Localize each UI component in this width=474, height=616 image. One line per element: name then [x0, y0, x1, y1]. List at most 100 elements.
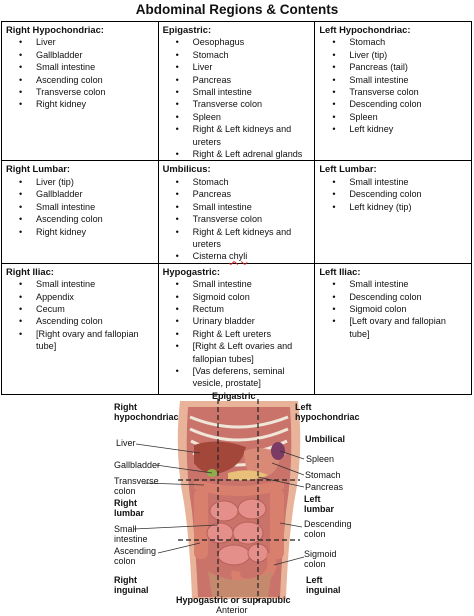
cell-umbilicus: Umbilicus:StomachPancreasSmall intestine… — [157, 160, 316, 264]
label-umbilical: Umbilical — [305, 434, 346, 444]
ascending-colon-organ — [194, 489, 208, 559]
list-item: Sigmoid colon — [319, 303, 468, 316]
region-item-list: LiverGallbladderSmall intestineAscending… — [6, 36, 155, 111]
list-item: Small intestine — [6, 201, 155, 214]
region-title: Hypogastric: — [162, 265, 220, 277]
label-left-hypochondriac: Left hypochondriac — [295, 402, 360, 422]
list-item: Small intestine — [6, 61, 155, 74]
descending-colon-organ — [270, 489, 284, 559]
abdominal-regions-figure: Epigastric Right hypochondriac Left hypo… — [108, 391, 368, 616]
list-item: Liver — [6, 36, 155, 49]
list-item: Ascending colon — [6, 315, 155, 328]
list-item: Descending colon — [319, 98, 468, 111]
label-stomach: Stomach — [305, 470, 341, 480]
list-item: Rectum — [163, 303, 312, 316]
list-item: Liver (tip) — [6, 176, 155, 189]
label-anterior: Anterior — [216, 605, 248, 615]
list-item: Descending colon — [319, 291, 468, 304]
list-item: Transverse colon — [319, 86, 468, 99]
list-item: Right & Left kidneys and ureters — [163, 226, 312, 251]
list-item: Right kidney — [6, 98, 155, 111]
region-title: Right Lumbar: — [6, 163, 71, 175]
label-small-intestine: Small intestine — [114, 524, 148, 544]
label-spleen: Spleen — [306, 454, 335, 464]
leader-lines — [133, 443, 305, 566]
list-item: Left kidney — [319, 123, 468, 136]
list-item: Spleen — [319, 111, 468, 124]
torso-illustration — [133, 399, 305, 601]
list-item: [Vas deferens, seminal vesicle, prostate… — [163, 365, 312, 390]
region-title: Umbilicus: — [162, 163, 211, 175]
label-right-lumbar: Right lumbar — [114, 498, 145, 518]
list-item: Liver — [163, 61, 312, 74]
list-item: Small intestine — [319, 74, 468, 87]
list-item: Transverse colon — [6, 86, 155, 99]
region-item-list: Small intestineAppendixCecumAscending co… — [6, 278, 155, 352]
cell-right-iliac: Right Iliac:Small intestineAppendixCecum… — [1, 262, 159, 395]
list-item: Right kidney — [6, 226, 155, 239]
region-item-list: Small intestineSigmoid colonRectumUrinar… — [163, 278, 312, 390]
list-item: Stomach — [163, 176, 312, 189]
list-item: Transverse colon — [163, 213, 312, 226]
label-liver: Liver — [116, 438, 136, 448]
list-item: Liver (tip) — [319, 49, 468, 62]
label-right-hypochondriac: Right hypochondriac — [114, 402, 179, 422]
list-item: Transverse colon — [163, 98, 312, 111]
region-title: Left Iliac: — [319, 265, 361, 277]
list-item: Descending colon — [319, 188, 468, 201]
label-hypogastric: Hypogastric or suprapubic — [176, 595, 291, 605]
list-item: Gallbladder — [6, 49, 155, 62]
region-item-list: Liver (tip)GallbladderSmall intestineAsc… — [6, 176, 155, 238]
cell-left-hypochondriac: Left Hypochondriac:StomachLiver (tip)Pan… — [314, 20, 472, 162]
region-title: Epigastric: — [162, 24, 212, 35]
list-item: Right & Left kidneys and ureters — [163, 123, 312, 148]
transverse-colon-organ — [194, 479, 284, 496]
label-descending-colon: Descending colon — [304, 519, 352, 539]
list-item: Ascending colon — [6, 213, 155, 226]
region-title: Right Iliac: — [6, 265, 54, 277]
label-left-lumbar: Left lumbar — [304, 494, 335, 514]
list-item: Spleen — [163, 111, 312, 124]
liver-organ — [194, 441, 246, 474]
label-right-inguinal: Right inguinal — [114, 575, 149, 595]
list-item: Gallbladder — [6, 188, 155, 201]
list-item: Small intestine — [163, 278, 312, 291]
cell-right-hypochondriac: Right Hypochondriac:LiverGallbladderSmal… — [1, 20, 159, 162]
list-item: Small intestine — [6, 278, 155, 291]
list-item: Cecum — [6, 303, 155, 316]
list-item: Stomach — [319, 36, 468, 49]
region-title: Left Hypochondriac: — [319, 24, 411, 35]
list-item: Left kidney (tip) — [319, 201, 468, 214]
list-item: Small intestine — [163, 86, 312, 99]
region-item-list: OesophagusStomachLiverPancreasSmall inte… — [163, 36, 312, 160]
label-gallbladder: Gallbladder — [114, 460, 161, 470]
list-item: [Right & Left ovaries and fallopian tube… — [163, 340, 312, 365]
label-sigmoid-colon: Sigmoid colon — [304, 549, 337, 569]
list-item: [Left ovary and fallopian tube] — [319, 315, 468, 340]
regions-table: Right Hypochondriac:LiverGallbladderSmal… — [1, 20, 472, 395]
list-item: Small intestine — [319, 176, 468, 189]
list-item: Appendix — [6, 291, 155, 304]
list-item: Small intestine — [319, 278, 468, 291]
cell-right-lumbar: Right Lumbar:Liver (tip)GallbladderSmall… — [1, 160, 159, 264]
list-item: Urinary bladder — [163, 315, 312, 328]
region-grid — [178, 399, 300, 601]
label-ascending-colon: Ascending colon — [114, 546, 157, 566]
cell-epigastric: Epigastric:OesophagusStomachLiverPancrea… — [157, 20, 316, 162]
region-title: Right Hypochondriac: — [6, 24, 104, 35]
list-item: Sigmoid colon — [163, 291, 312, 304]
label-epigastric: Epigastric — [212, 391, 256, 401]
region-item-list: StomachLiver (tip)Pancreas (tail)Small i… — [319, 36, 468, 136]
list-item: Small intestine — [163, 201, 312, 214]
list-item: Ascending colon — [6, 74, 155, 87]
label-pancreas: Pancreas — [305, 482, 344, 492]
region-title: Left Lumbar: — [319, 163, 377, 175]
list-item: Right & Left adrenal glands — [163, 148, 312, 161]
list-item: [Right ovary and fallopian tube] — [6, 328, 155, 353]
pelvis-area — [208, 571, 272, 597]
list-item: Stomach — [163, 49, 312, 62]
